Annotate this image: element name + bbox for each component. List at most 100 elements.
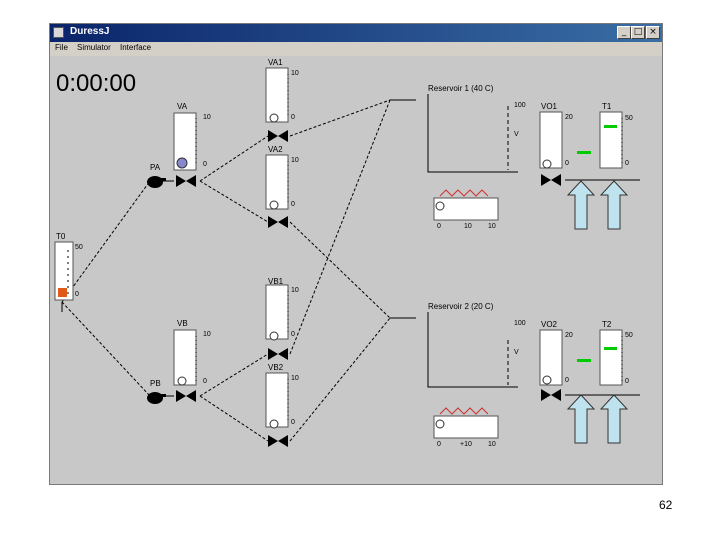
vo2-slider-handle[interactable] — [542, 375, 552, 385]
va1-scale-max: 10 — [291, 70, 299, 77]
heater-1-slider-handle[interactable] — [435, 201, 445, 211]
label-t2: T2 — [602, 320, 612, 329]
label-vb1: VB1 — [268, 277, 284, 286]
pipe-inlet-b — [61, 301, 151, 397]
va2-scale-zero: 0 — [291, 201, 295, 208]
t1-setpoint[interactable] — [604, 125, 617, 128]
vo1-slider-handle[interactable] — [542, 159, 552, 169]
t2-column — [577, 329, 623, 386]
heater-1-tick-0: 0 — [437, 223, 441, 230]
pipe-inlet-a — [61, 180, 151, 303]
inlet-gauge — [54, 241, 74, 301]
vo2-scale-max: 20 — [565, 332, 573, 339]
pipe-va2-r2 — [289, 221, 391, 319]
heater-2-tick-1: +10 — [460, 441, 472, 448]
inlet-scale-max: 50 — [75, 244, 83, 251]
maximize-button[interactable]: □ — [631, 26, 645, 39]
heater-1-flame-icon — [439, 189, 489, 197]
r1-scale-volume: V — [514, 131, 519, 138]
pipe-va-va2 — [199, 180, 269, 223]
pipe-va-va1 — [199, 135, 269, 182]
t2-reading — [577, 359, 591, 362]
va-scale-max: 10 — [203, 114, 211, 121]
pipe-va1-r1 — [289, 99, 391, 137]
label-vb: VB — [177, 319, 188, 328]
valves — [176, 130, 561, 447]
pump-pa-icon[interactable] — [147, 176, 166, 188]
valve-vo1-icon[interactable] — [541, 174, 561, 186]
r1-scale-max: 100 — [514, 102, 526, 109]
valve-vb2-icon[interactable] — [268, 435, 288, 447]
heat-arrow-up-icon — [566, 180, 596, 230]
reservoir-1 — [427, 94, 518, 173]
heater-2-control — [433, 407, 499, 439]
vo2-scale-zero: 0 — [565, 377, 569, 384]
minimize-button[interactable]: _ — [617, 26, 631, 39]
heater-arrows — [566, 180, 629, 444]
label-reservoir-1: Reservoir 1 (40 C) — [428, 84, 494, 93]
va1-column — [265, 67, 289, 123]
t1-scale-zero: 0 — [625, 160, 629, 167]
menu-interface[interactable]: Interface — [120, 43, 152, 52]
heat-arrow-up-icon — [599, 180, 629, 230]
vo1-scale-zero: 0 — [565, 160, 569, 167]
app-icon — [53, 27, 64, 38]
valve-vo2-icon[interactable] — [541, 389, 561, 401]
valve-va2-icon[interactable] — [268, 216, 288, 228]
pipe-vb-vb2 — [199, 395, 269, 442]
vb-level-column — [173, 329, 197, 386]
menu-simulator[interactable]: Simulator — [77, 43, 111, 52]
t2-setpoint[interactable] — [604, 347, 617, 350]
heater-1-control — [433, 189, 499, 221]
title-bar[interactable]: DuressJ _ □ × — [50, 24, 662, 42]
pump-pb-icon[interactable] — [147, 392, 166, 404]
label-vo2: VO2 — [541, 320, 558, 329]
vb2-column — [265, 372, 289, 429]
valve-vb-icon[interactable] — [176, 390, 196, 402]
pipe-vb1-r1 — [289, 99, 391, 355]
r2-scale-max: 100 — [514, 320, 526, 327]
simulator-window: DuressJ _ □ × File Simulator Interface — [49, 23, 663, 485]
label-pa: PA — [150, 163, 161, 172]
vb2-slider-handle[interactable] — [269, 419, 279, 429]
heat-arrow-up-icon — [599, 394, 629, 444]
vb-slider-handle[interactable] — [177, 376, 187, 386]
label-inlet: T0 — [56, 232, 66, 241]
t1-scale-max: 50 — [625, 115, 633, 122]
valve-va-icon[interactable] — [176, 175, 196, 187]
simulation-clock: 0:00:00 — [56, 70, 137, 97]
vb2-scale-max: 10 — [291, 375, 299, 382]
t2-scale-zero: 0 — [625, 378, 629, 385]
va-slider-handle[interactable] — [176, 157, 188, 169]
va1-slider-handle[interactable] — [269, 113, 279, 123]
vo2-column — [539, 329, 563, 386]
inlet-scale-zero: 0 — [75, 291, 79, 298]
menu-bar: File Simulator Interface — [50, 42, 662, 56]
heater-2-tick-2: 10 — [488, 441, 496, 448]
menu-file[interactable]: File — [55, 43, 68, 52]
pipe-vb-vb1 — [199, 353, 269, 397]
label-vb2: VB2 — [268, 363, 284, 372]
va2-slider-handle[interactable] — [269, 200, 279, 210]
pipe-vb2-r2 — [289, 317, 391, 442]
r2-scale-volume: V — [514, 349, 519, 356]
label-vo1: VO1 — [541, 102, 558, 111]
label-t1: T1 — [602, 102, 612, 111]
va-level-column — [173, 112, 197, 171]
vb1-slider-handle[interactable] — [269, 331, 279, 341]
heat-arrow-up-icon — [566, 394, 596, 444]
valve-vb1-icon[interactable] — [268, 348, 288, 360]
va2-scale-max: 10 — [291, 157, 299, 164]
heater-2-flame-icon — [439, 407, 489, 415]
inlet-level-marker[interactable] — [58, 288, 67, 297]
vo1-column — [539, 111, 563, 169]
vb-scale-max: 10 — [203, 331, 211, 338]
label-va2: VA2 — [268, 145, 283, 154]
heater-1-tick-2: 10 — [488, 223, 496, 230]
close-button[interactable]: × — [646, 26, 660, 39]
t2-scale-max: 50 — [625, 332, 633, 339]
t1-reading — [577, 151, 591, 154]
t1-column — [577, 111, 623, 169]
heater-2-slider-handle[interactable] — [435, 419, 445, 429]
valve-va1-icon[interactable] — [268, 130, 288, 142]
